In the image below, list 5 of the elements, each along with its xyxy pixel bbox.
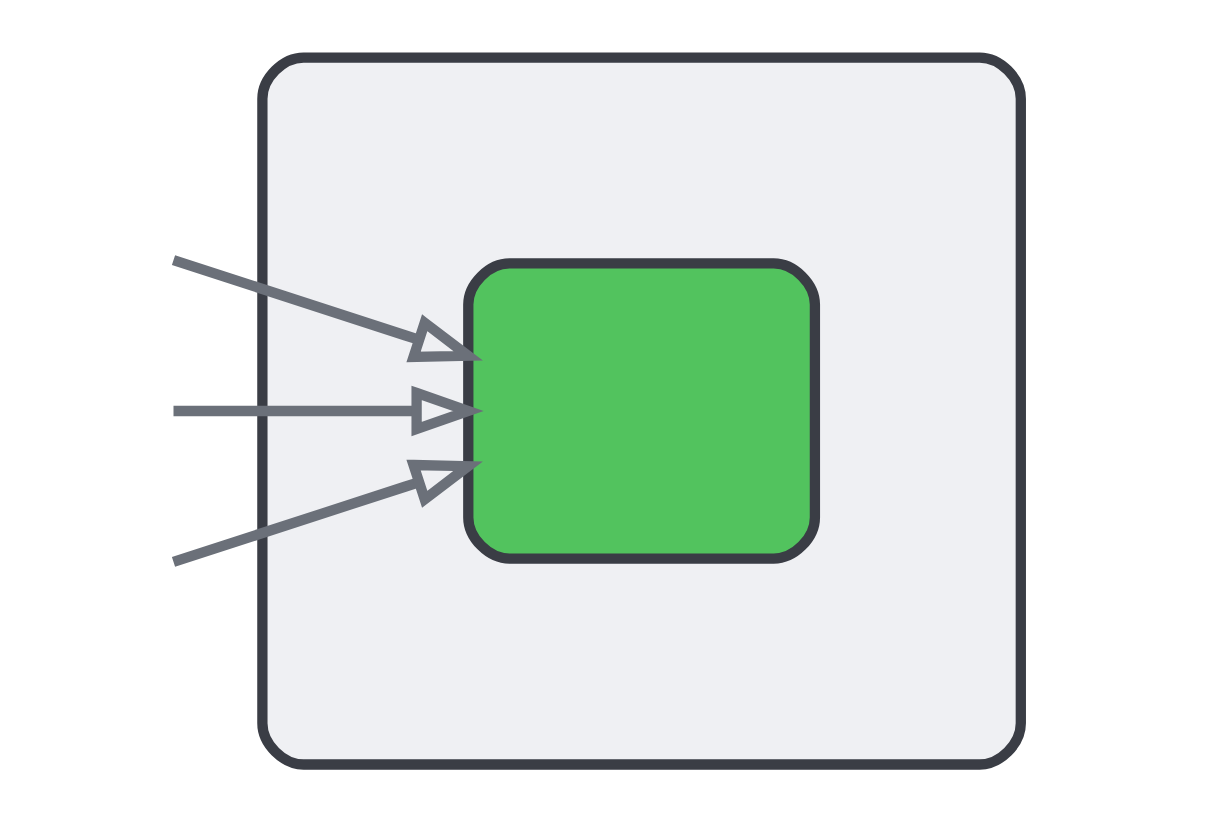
cluster [256, 52, 1025, 770]
node-box [462, 258, 820, 564]
arrow [170, 459, 482, 567]
arrow [172, 385, 483, 437]
arrow [170, 255, 482, 363]
